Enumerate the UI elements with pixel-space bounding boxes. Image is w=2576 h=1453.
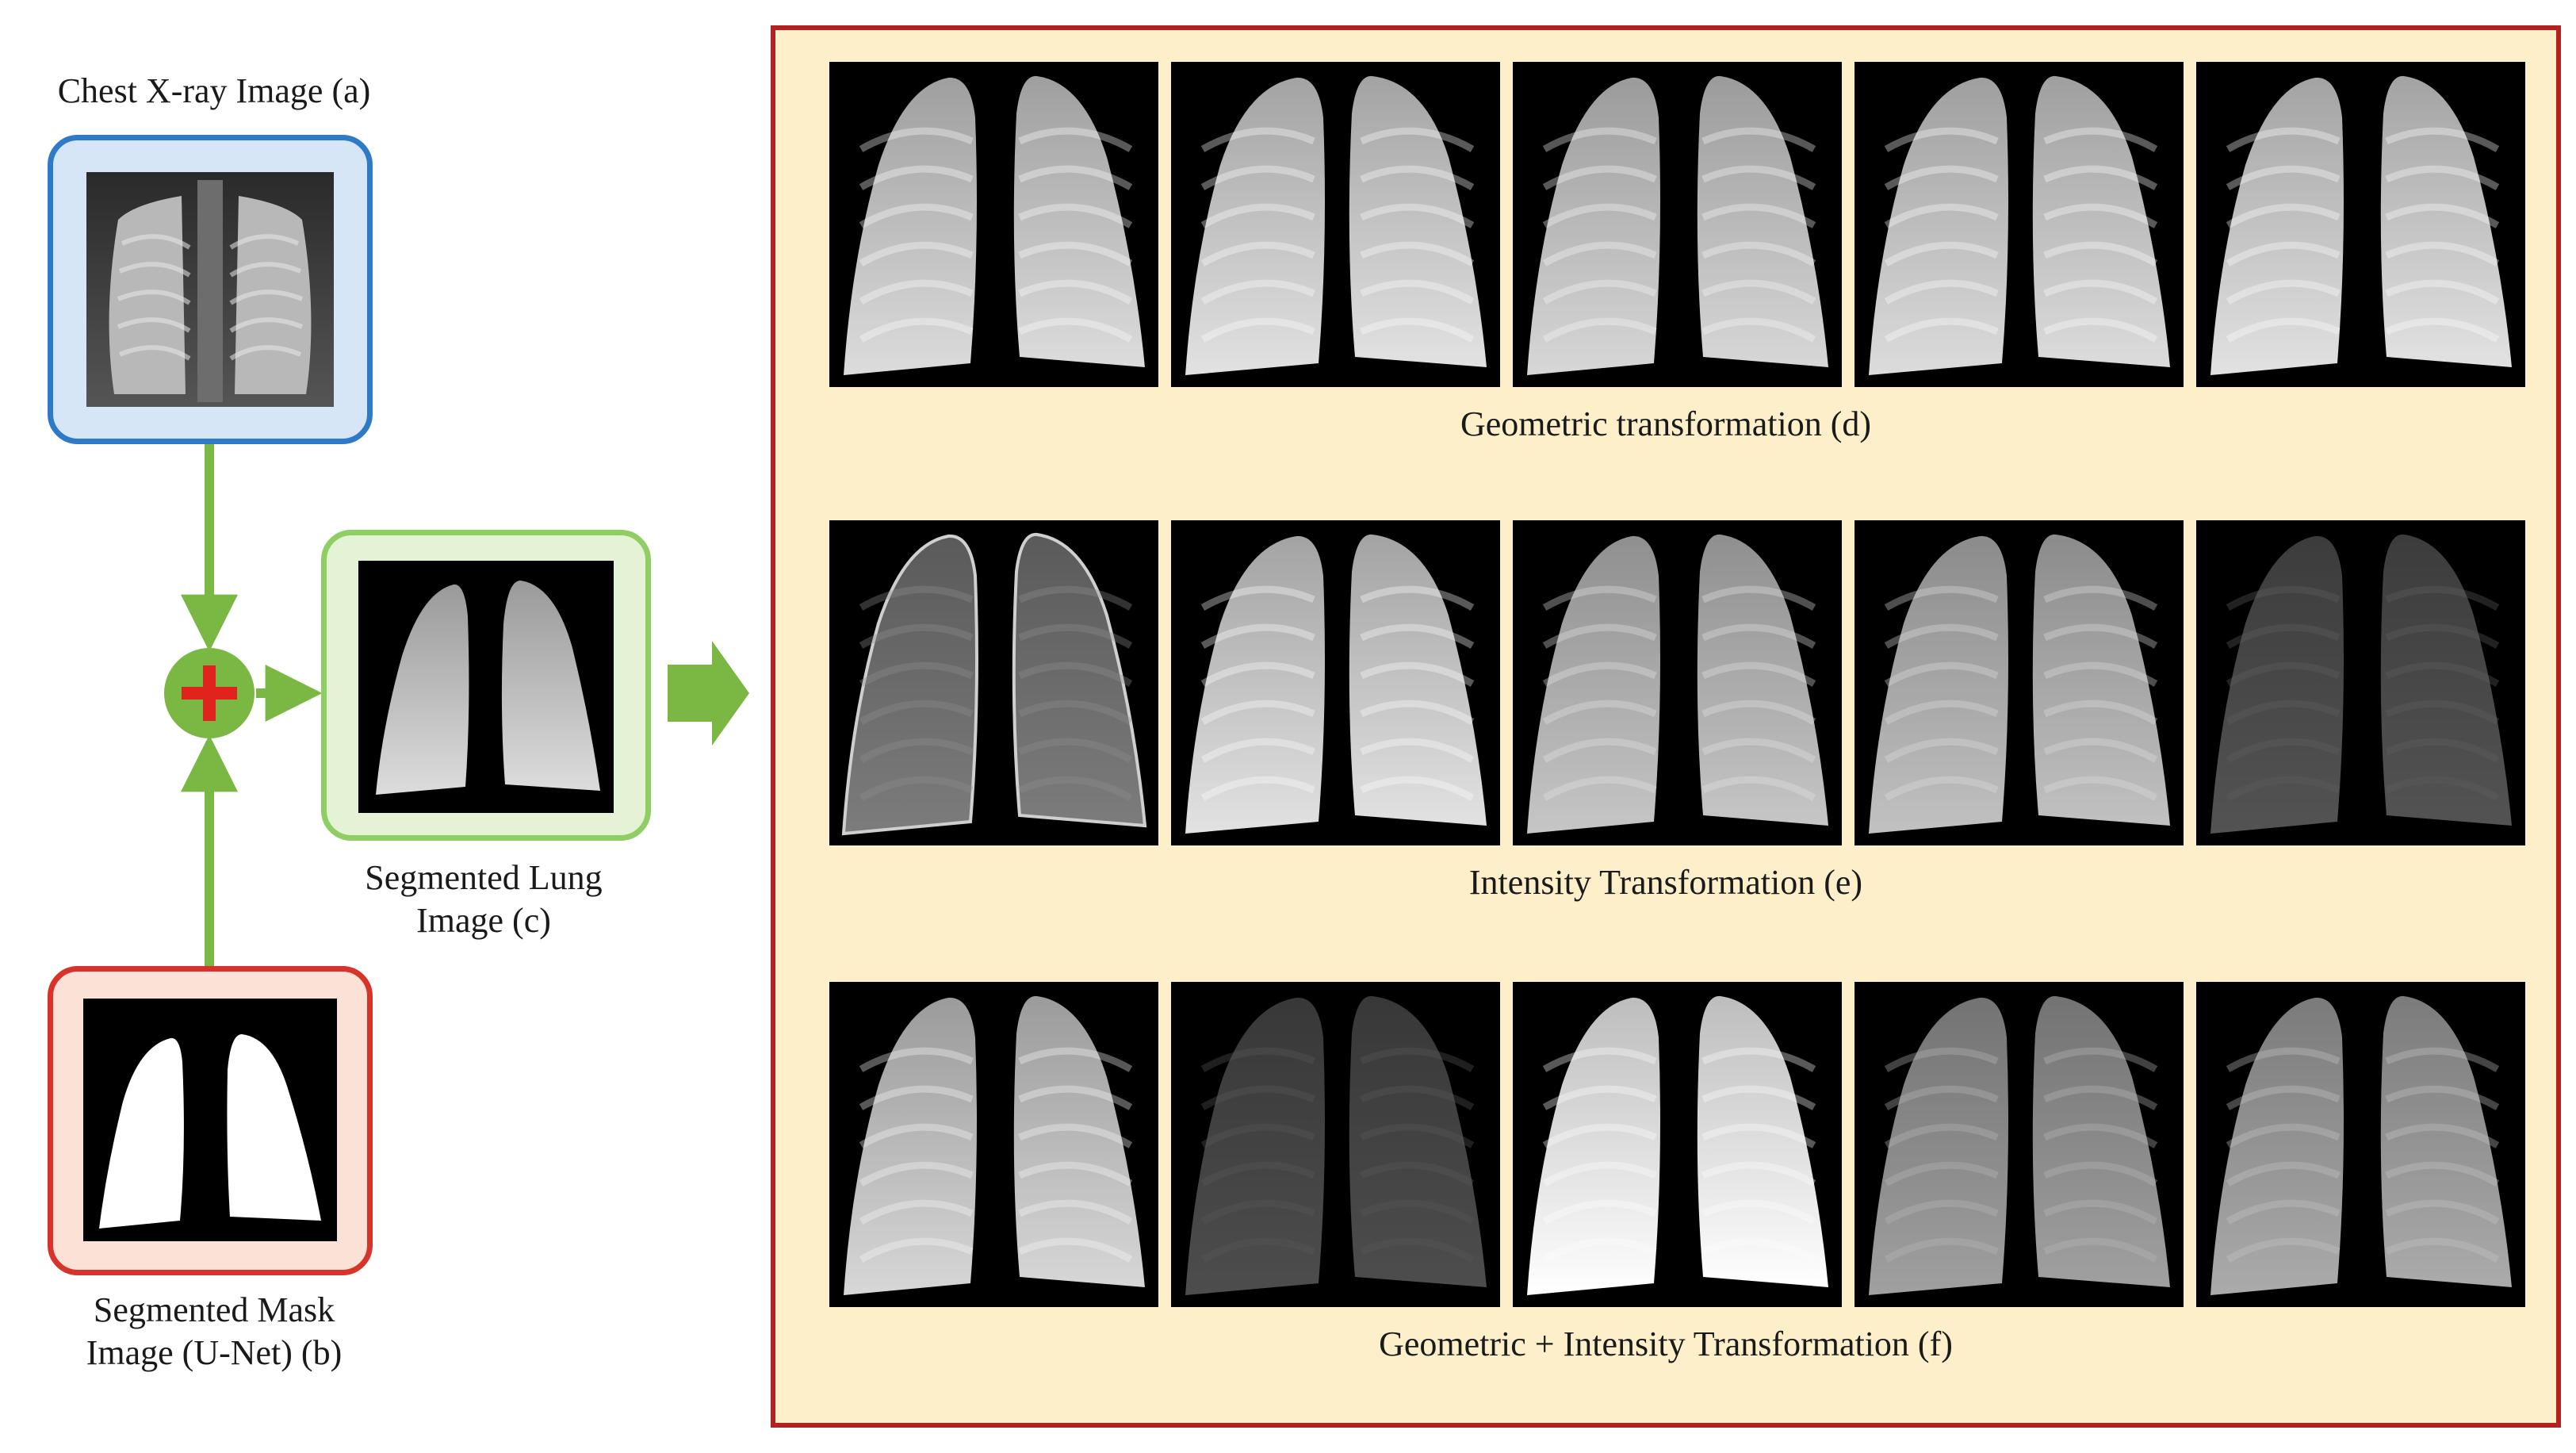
augmented-lung-image: [829, 62, 1158, 387]
augmented-lung-image: [1854, 982, 2184, 1307]
mask-box: [48, 966, 373, 1275]
seg-label-line2: Image (c): [416, 901, 551, 940]
augmented-lung-image: [829, 982, 1158, 1307]
augmented-lung-image: [2196, 520, 2525, 845]
row-caption: Geometric + Intensity Transformation (f): [1379, 1325, 1953, 1363]
row-caption: Intensity Transformation (e): [1468, 863, 1863, 902]
row-caption: Geometric transformation (d): [1460, 404, 1872, 443]
augmented-lung-image: [1854, 520, 2184, 845]
augmented-lung-image: [1171, 520, 1500, 845]
segmented-lung-box: [321, 530, 651, 841]
lung-mask-image: [83, 999, 337, 1241]
augmented-lung-image: [1171, 62, 1500, 387]
augmented-lung-image: [2196, 62, 2525, 387]
seg-label-line1: Segmented Lung: [365, 858, 603, 897]
xray-label: Chest X-ray Image (a): [57, 71, 371, 110]
big-arrow-to-panel: [668, 641, 749, 746]
augmented-lung-image: [1513, 520, 1842, 845]
xray-box: [48, 135, 373, 444]
combine-plus-icon: [164, 648, 255, 738]
augmented-lung-image: [1171, 982, 1500, 1307]
augmented-lung-image: [1854, 62, 2184, 387]
augmented-lung-image: [2196, 982, 2525, 1307]
mask-label-line1: Segmented Mask: [93, 1290, 335, 1329]
augmented-lung-image: [1513, 62, 1842, 387]
segmented-lung-image: [358, 561, 614, 813]
mask-label-line2: Image (U-Net) (b): [86, 1333, 343, 1372]
augmentation-panel: Geometric transformation (d) Intensity Tr…: [771, 25, 2561, 1428]
chest-xray-image: [86, 172, 334, 407]
augmented-lung-image: [1513, 982, 1842, 1307]
augmented-lung-image: [829, 520, 1158, 845]
